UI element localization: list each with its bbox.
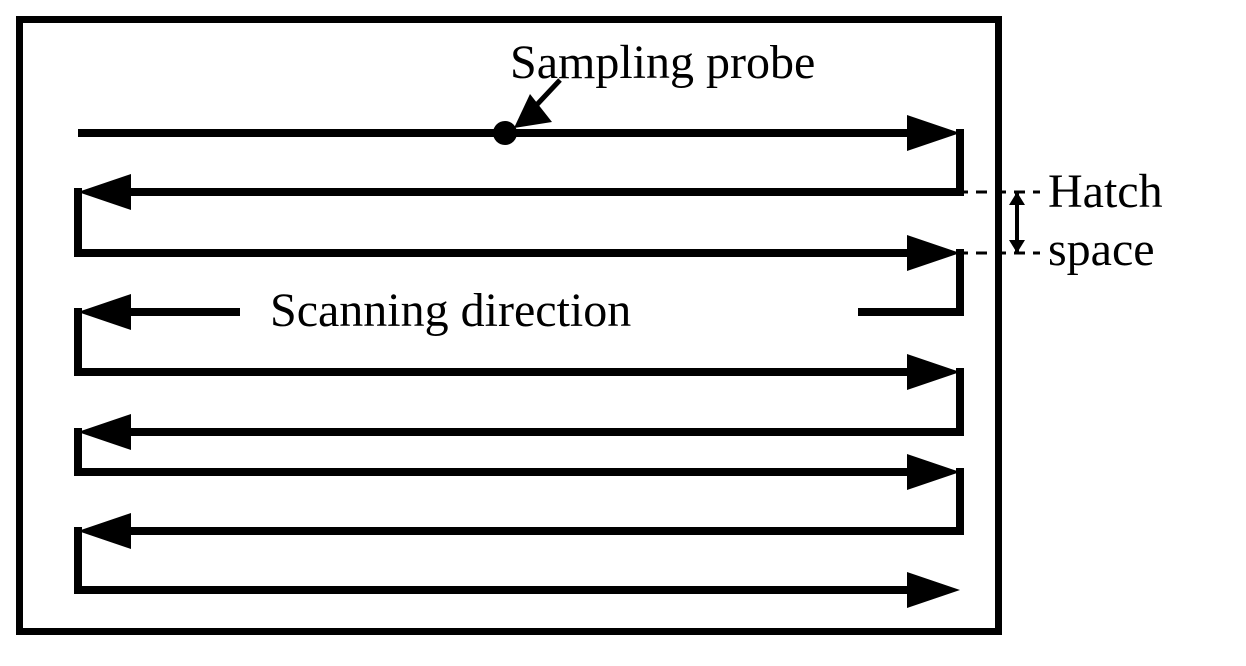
hatch-dimension-shaft [1015,192,1019,253]
scan-pass-8 [78,513,960,549]
arrowhead-left [78,294,131,330]
turnaround-connector-right [956,129,964,196]
arrowhead-right [907,454,960,490]
arrowhead-left [78,414,131,450]
scan-line-shaft [78,586,909,594]
scan-pass-5 [78,354,960,390]
scan-pass-7 [78,454,960,490]
turnaround-connector-left [74,527,82,594]
scan-line-shaft [78,249,909,257]
sampling-probe-marker [493,121,517,145]
arrowhead-right [907,115,960,151]
scan-line-shaft [78,468,909,476]
scan-line-shaft [129,428,960,436]
scan-line-shaft [78,368,909,376]
sampling-probe-group [493,78,562,145]
sampling-probe-leader-arrowhead [514,94,552,128]
arrowhead-right [907,354,960,390]
arrowhead-left [78,174,131,210]
scan-pass-4 [78,294,960,330]
arrowhead-right [907,572,960,608]
scan-pass-2 [78,174,960,210]
turnaround-connector-right [956,368,964,436]
hatch-space-label-line2: space [1048,223,1155,276]
scan-line-shaft [129,188,960,196]
hatch-dimension-arrowhead-up [1009,192,1025,205]
sampling-probe-label: Sampling probe [510,36,815,89]
turnaround-connector-left [74,428,82,476]
hatch-space-label-line1: Hatch [1048,165,1163,218]
scan-pass-3 [78,235,960,271]
arrowhead-left [78,513,131,549]
turnaround-connector-right [956,468,964,535]
scan-line-shaft [129,527,960,535]
turnaround-connector-left [74,188,82,257]
hatch-dimension-arrowhead-down [1009,240,1025,253]
hatch-space-dimension [900,190,1040,255]
turnaround-connector-right [956,249,964,316]
scan-pass-9 [78,572,960,608]
workpiece-boundary [16,16,1002,635]
scan-line-shaft-right [858,308,960,316]
scan-line-shaft-left [129,308,240,316]
scan-pass-6 [78,414,960,450]
arrowhead-right [907,235,960,271]
scanning-direction-label: Scanning direction [270,284,631,337]
turnaround-connector-left [74,308,82,376]
